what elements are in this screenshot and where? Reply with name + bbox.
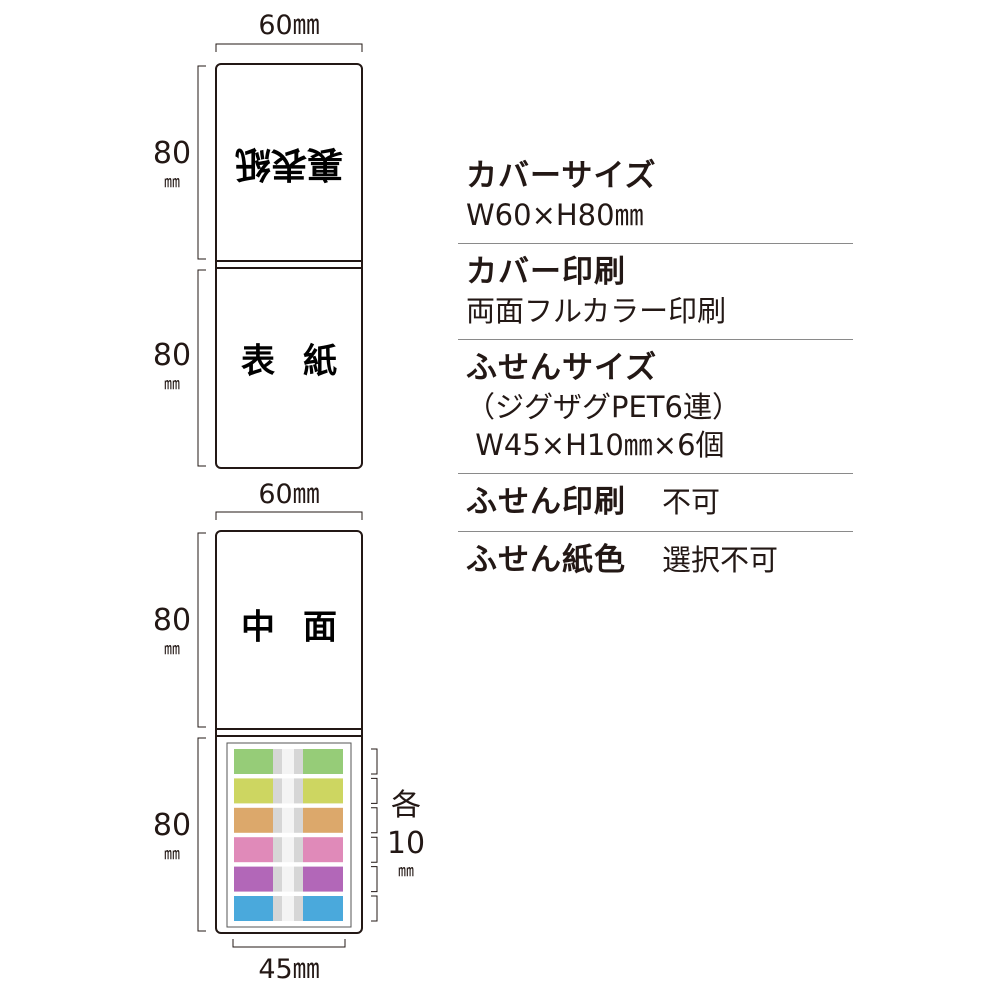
sticky-tab-left <box>234 896 273 921</box>
each-bracket <box>371 866 378 893</box>
each-label: 各 <box>391 788 421 823</box>
sticky-center <box>282 866 294 892</box>
sticky-center <box>282 749 294 774</box>
sticky-clear-right <box>294 778 303 804</box>
spec-sticky-paper-color: ふせん紙色 選択不可 <box>458 532 853 589</box>
cover-height-2-value: 80 <box>153 338 191 373</box>
spec-cover-print: カバー印刷 両面フルカラー印刷 <box>458 244 853 340</box>
sticky-width-label: 45㎜ <box>258 954 319 985</box>
spec-title: ふせん紙色 <box>466 542 626 578</box>
sticky-tab-right <box>303 837 343 863</box>
sticky-clear-left <box>273 807 282 833</box>
front-cover-label-right: 紙 <box>303 342 337 382</box>
spec-value: W45×H10㎜×6個 <box>466 428 725 462</box>
cover-height-2-unit: ㎜ <box>164 374 180 393</box>
sticky-note <box>234 866 343 892</box>
inner-height-1-unit: ㎜ <box>164 639 180 658</box>
spec-value: 選択不可 <box>662 543 779 577</box>
cover-height-1-value: 80 <box>153 136 191 171</box>
each-height-brackets <box>371 748 378 922</box>
sticky-note <box>234 837 343 863</box>
product-diagram: 60㎜ 裏表紙 表 紙 80 ㎜ 80 ㎜ 60㎜ 中 面 <box>153 10 425 985</box>
sticky-tab-left <box>234 866 273 892</box>
sticky-tab-right <box>303 896 343 921</box>
sticky-width-dimension: 45㎜ <box>232 939 346 985</box>
each-bracket <box>371 836 378 863</box>
sticky-note <box>234 778 343 804</box>
inner-width-label: 60㎜ <box>258 479 319 510</box>
sticky-clear-right <box>294 807 303 833</box>
spec-cover-size: カバーサイズ W60×H80㎜ <box>458 148 853 244</box>
sticky-tab-right <box>303 807 343 833</box>
sticky-note <box>234 749 343 774</box>
spec-list: カバーサイズ W60×H80㎜ カバー印刷 両面フルカラー印刷 ふせんサイズ （… <box>458 148 853 589</box>
spec-sticky-size: ふせんサイズ （ジグザグPET6連） W45×H10㎜×6個 <box>458 340 853 474</box>
each-bracket <box>371 807 378 834</box>
inner-label-left: 中 <box>241 608 275 648</box>
spec-value: 両面フルカラー印刷 <box>466 294 727 328</box>
sticky-tab-right <box>303 866 343 892</box>
sticky-center <box>282 837 294 863</box>
sticky-clear-right <box>294 837 303 863</box>
sticky-center <box>282 778 294 804</box>
inner-panels: 中 面 <box>215 530 363 934</box>
inner-label-right: 面 <box>303 608 337 648</box>
each-height-label: 各 10 ㎜ <box>387 788 425 880</box>
sticky-tab-right <box>303 778 343 804</box>
sticky-tab-left <box>234 778 273 804</box>
sticky-clear-left <box>273 896 282 921</box>
sticky-clear-right <box>294 866 303 892</box>
sticky-clear-left <box>273 778 282 804</box>
spec-value: （ジグザグPET6連） <box>466 390 741 424</box>
inner-height-dimensions: 80 ㎜ 80 ㎜ <box>153 532 206 932</box>
spec-value: 不可 <box>662 485 721 519</box>
each-unit: ㎜ <box>398 861 414 880</box>
sticky-clear-right <box>294 749 303 774</box>
spec-title: カバーサイズ <box>466 158 657 194</box>
spec-title: ふせんサイズ <box>466 350 658 386</box>
sticky-tab-left <box>234 837 273 863</box>
front-cover-label-left: 表 <box>241 342 275 382</box>
inner-height-1-value: 80 <box>153 603 191 638</box>
spec-title: カバー印刷 <box>466 254 626 290</box>
sticky-note <box>234 807 343 833</box>
sticky-clear-left <box>273 866 282 892</box>
cover-height-dimensions: 80 ㎜ 80 ㎜ <box>153 65 206 467</box>
each-bracket <box>371 748 378 775</box>
sticky-tab-right <box>303 749 343 774</box>
spec-title: ふせん印刷 <box>466 484 626 520</box>
back-cover-label: 裏表紙 <box>235 143 343 184</box>
cover-panels: 裏表紙 表 紙 <box>215 63 363 469</box>
inner-height-2-value: 80 <box>153 808 191 843</box>
each-bracket <box>371 895 378 922</box>
sticky-notes <box>234 749 343 921</box>
inner-width-dimension: 60㎜ <box>215 479 363 520</box>
inner-height-2-unit: ㎜ <box>164 844 180 863</box>
sticky-clear-right <box>294 896 303 921</box>
cover-width-label: 60㎜ <box>258 10 319 41</box>
each-value: 10 <box>387 826 425 861</box>
sticky-center <box>282 807 294 833</box>
cover-width-dimension: 60㎜ <box>215 10 363 52</box>
cover-height-1-unit: ㎜ <box>164 172 180 191</box>
sticky-clear-left <box>273 749 282 774</box>
sticky-tab-left <box>234 749 273 774</box>
sticky-note <box>234 896 343 921</box>
sticky-clear-left <box>273 837 282 863</box>
spec-value: W60×H80㎜ <box>466 198 644 232</box>
each-bracket <box>371 777 378 804</box>
spec-sticky-print: ふせん印刷 不可 <box>458 474 853 532</box>
sticky-center <box>282 896 294 921</box>
sticky-tab-left <box>234 807 273 833</box>
